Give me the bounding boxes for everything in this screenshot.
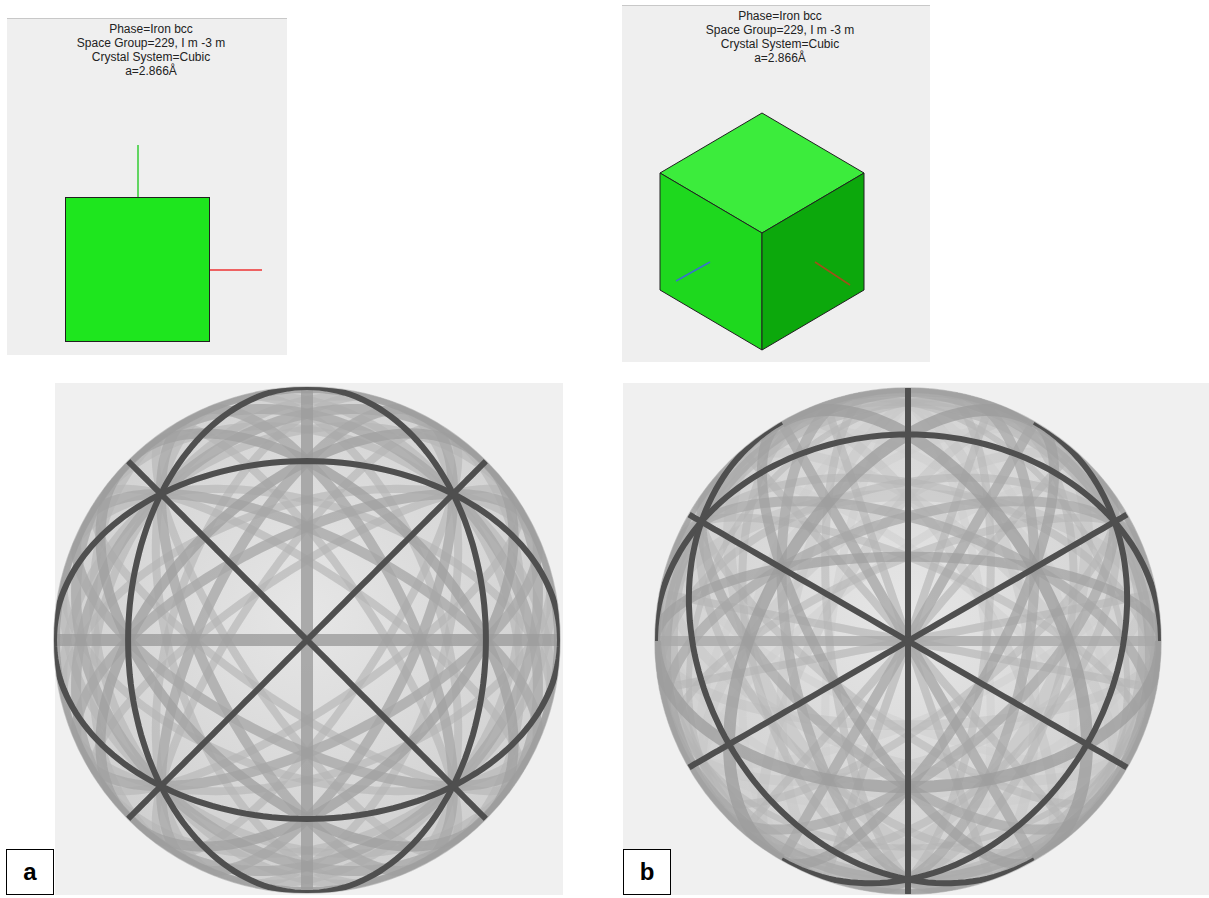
- info-line: Space Group=229, I m -3 m: [7, 36, 295, 50]
- axis-line: [676, 262, 710, 281]
- kikuchi-sphere: [54, 387, 560, 893]
- kikuchi-band: [782, 422, 1128, 883]
- kikuchi-band: [782, 410, 1087, 860]
- kikuchi-band: [128, 461, 513, 846]
- kikuchi-bands: [54, 387, 560, 893]
- info-line: Crystal System=Cubic: [622, 37, 938, 51]
- kikuchi-band: [729, 410, 1034, 860]
- kikuchi-band: [128, 461, 486, 819]
- info-line: Space Group=229, I m -3 m: [622, 23, 938, 37]
- kikuchi-bands: [655, 388, 1161, 894]
- kikuchi-sphere: [655, 388, 1161, 894]
- kikuchi-band: [100, 461, 486, 846]
- kikuchi-band: [54, 461, 560, 640]
- info-line: Crystal System=Cubic: [7, 50, 295, 64]
- panel-edge: [622, 5, 930, 6]
- panel-letter: a: [23, 858, 36, 886]
- kikuchi-band: [689, 422, 1035, 883]
- cube-face: [660, 173, 762, 350]
- info-line: a=2.866Å: [7, 64, 295, 78]
- axis-line: [210, 269, 262, 271]
- kikuchi-band: [128, 433, 513, 819]
- cube-face: [66, 198, 210, 342]
- panel-letter: b: [640, 858, 655, 886]
- sphere-background: [55, 383, 563, 895]
- info-line: Phase=Iron bcc: [622, 9, 938, 23]
- kikuchi-band: [54, 387, 560, 893]
- kikuchi-band: [100, 433, 486, 819]
- kikuchi-band: [689, 515, 1127, 768]
- kikuchi-band: [54, 640, 560, 819]
- axis-line: [815, 262, 850, 285]
- panel-edge: [7, 18, 287, 19]
- sphere-background: [623, 383, 1209, 895]
- kikuchi-band: [128, 461, 486, 819]
- panel-label: a: [6, 849, 54, 895]
- kikuchi-band: [762, 422, 1035, 864]
- info-line: Phase=Iron bcc: [7, 22, 295, 36]
- kikuchi-band: [787, 392, 1150, 859]
- kikuchi-band: [128, 409, 538, 819]
- phase-info: Phase=Iron bccSpace Group=229, I m -3 mC…: [622, 9, 938, 65]
- phase-info: Phase=Iron bccSpace Group=229, I m -3 mC…: [7, 22, 295, 78]
- kikuchi-band: [689, 515, 1127, 768]
- cube-face: [762, 173, 864, 350]
- info-line: a=2.866Å: [622, 51, 938, 65]
- kikuchi-band: [655, 388, 1161, 894]
- axis-line: [137, 145, 139, 197]
- kikuchi-band: [666, 392, 1029, 859]
- panel-label: b: [623, 849, 671, 895]
